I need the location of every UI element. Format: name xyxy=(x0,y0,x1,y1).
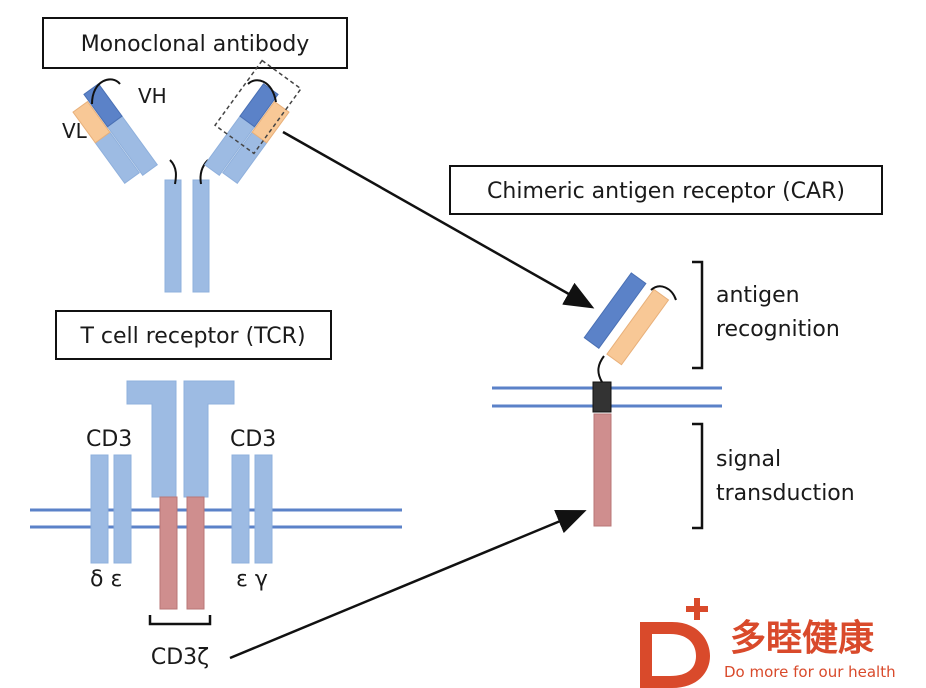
antigen-label: antigen xyxy=(716,283,800,308)
vh-label: VH xyxy=(138,84,167,108)
cd3-epsilon-chain-left xyxy=(113,454,132,564)
antibody-right-linker xyxy=(247,79,277,103)
recognition-label: recognition xyxy=(716,317,840,342)
car-receptor xyxy=(492,272,722,527)
cd3-left-label: CD3 xyxy=(86,427,132,452)
tcr-complex xyxy=(30,380,402,626)
transduction-label: transduction xyxy=(716,481,855,506)
car-scfv-linker xyxy=(650,285,677,301)
vl-label: VL xyxy=(62,119,88,143)
cd3-zeta-bracket xyxy=(148,615,212,626)
car-scfv-vh xyxy=(583,272,647,349)
cd3-zeta-chain-left xyxy=(159,496,178,610)
antibody-left-linker xyxy=(91,78,121,105)
logo-plus-icon xyxy=(686,598,708,620)
antibody-hinge-left xyxy=(169,159,177,185)
logo-d-shape xyxy=(640,622,710,688)
car-hinge xyxy=(597,355,605,383)
antibody-heavy-chain-stem-left xyxy=(164,179,182,293)
tcr-title: T cell receptor (TCR) xyxy=(79,324,305,349)
tcr-title-box: T cell receptor (TCR) xyxy=(55,310,332,360)
cd3-zeta-chain-right xyxy=(186,496,205,610)
logo-slogan: Do more for our health xyxy=(724,663,896,681)
antigen-recognition-bracket xyxy=(692,260,704,370)
signal-transduction-bracket xyxy=(692,422,704,530)
antibody-left-vl xyxy=(72,100,111,144)
delta-epsilon-label: δ ε xyxy=(90,567,122,592)
cd3-delta-chain xyxy=(90,454,109,564)
cd3-right-label: CD3 xyxy=(230,427,276,452)
tcr-beta-chain xyxy=(183,380,235,498)
signal-label: signal xyxy=(716,447,781,472)
tcr-alpha-chain xyxy=(126,380,177,498)
cd3-epsilon-chain-right xyxy=(231,454,250,564)
arrow-cd3zeta-to-car xyxy=(229,510,587,660)
monoclonal-antibody-title: Monoclonal antibody xyxy=(81,32,310,57)
monoclonal-antibody: VH VL xyxy=(62,59,302,293)
cd3-gamma-chain xyxy=(254,454,273,564)
domore-logo: 多睦健康 Do more for our health xyxy=(640,598,896,688)
car-transmembrane-domain xyxy=(592,381,612,413)
arrow-antibody-to-car xyxy=(282,130,595,309)
epsilon-gamma-label: ε γ xyxy=(236,567,268,592)
antibody-heavy-chain-stem-right xyxy=(192,179,210,293)
car-title-box: Chimeric antigen receptor (CAR) xyxy=(449,165,883,215)
car-signal-domain xyxy=(593,413,612,527)
antibody-right-vl xyxy=(251,100,290,144)
cd3-zeta-label: CD3ζ xyxy=(151,645,209,670)
monoclonal-antibody-title-box: Monoclonal antibody xyxy=(42,17,348,69)
car-title: Chimeric antigen receptor (CAR) xyxy=(487,179,845,204)
car-scfv-vl xyxy=(606,288,670,366)
logo-chinese-text: 多睦健康 xyxy=(730,617,874,659)
